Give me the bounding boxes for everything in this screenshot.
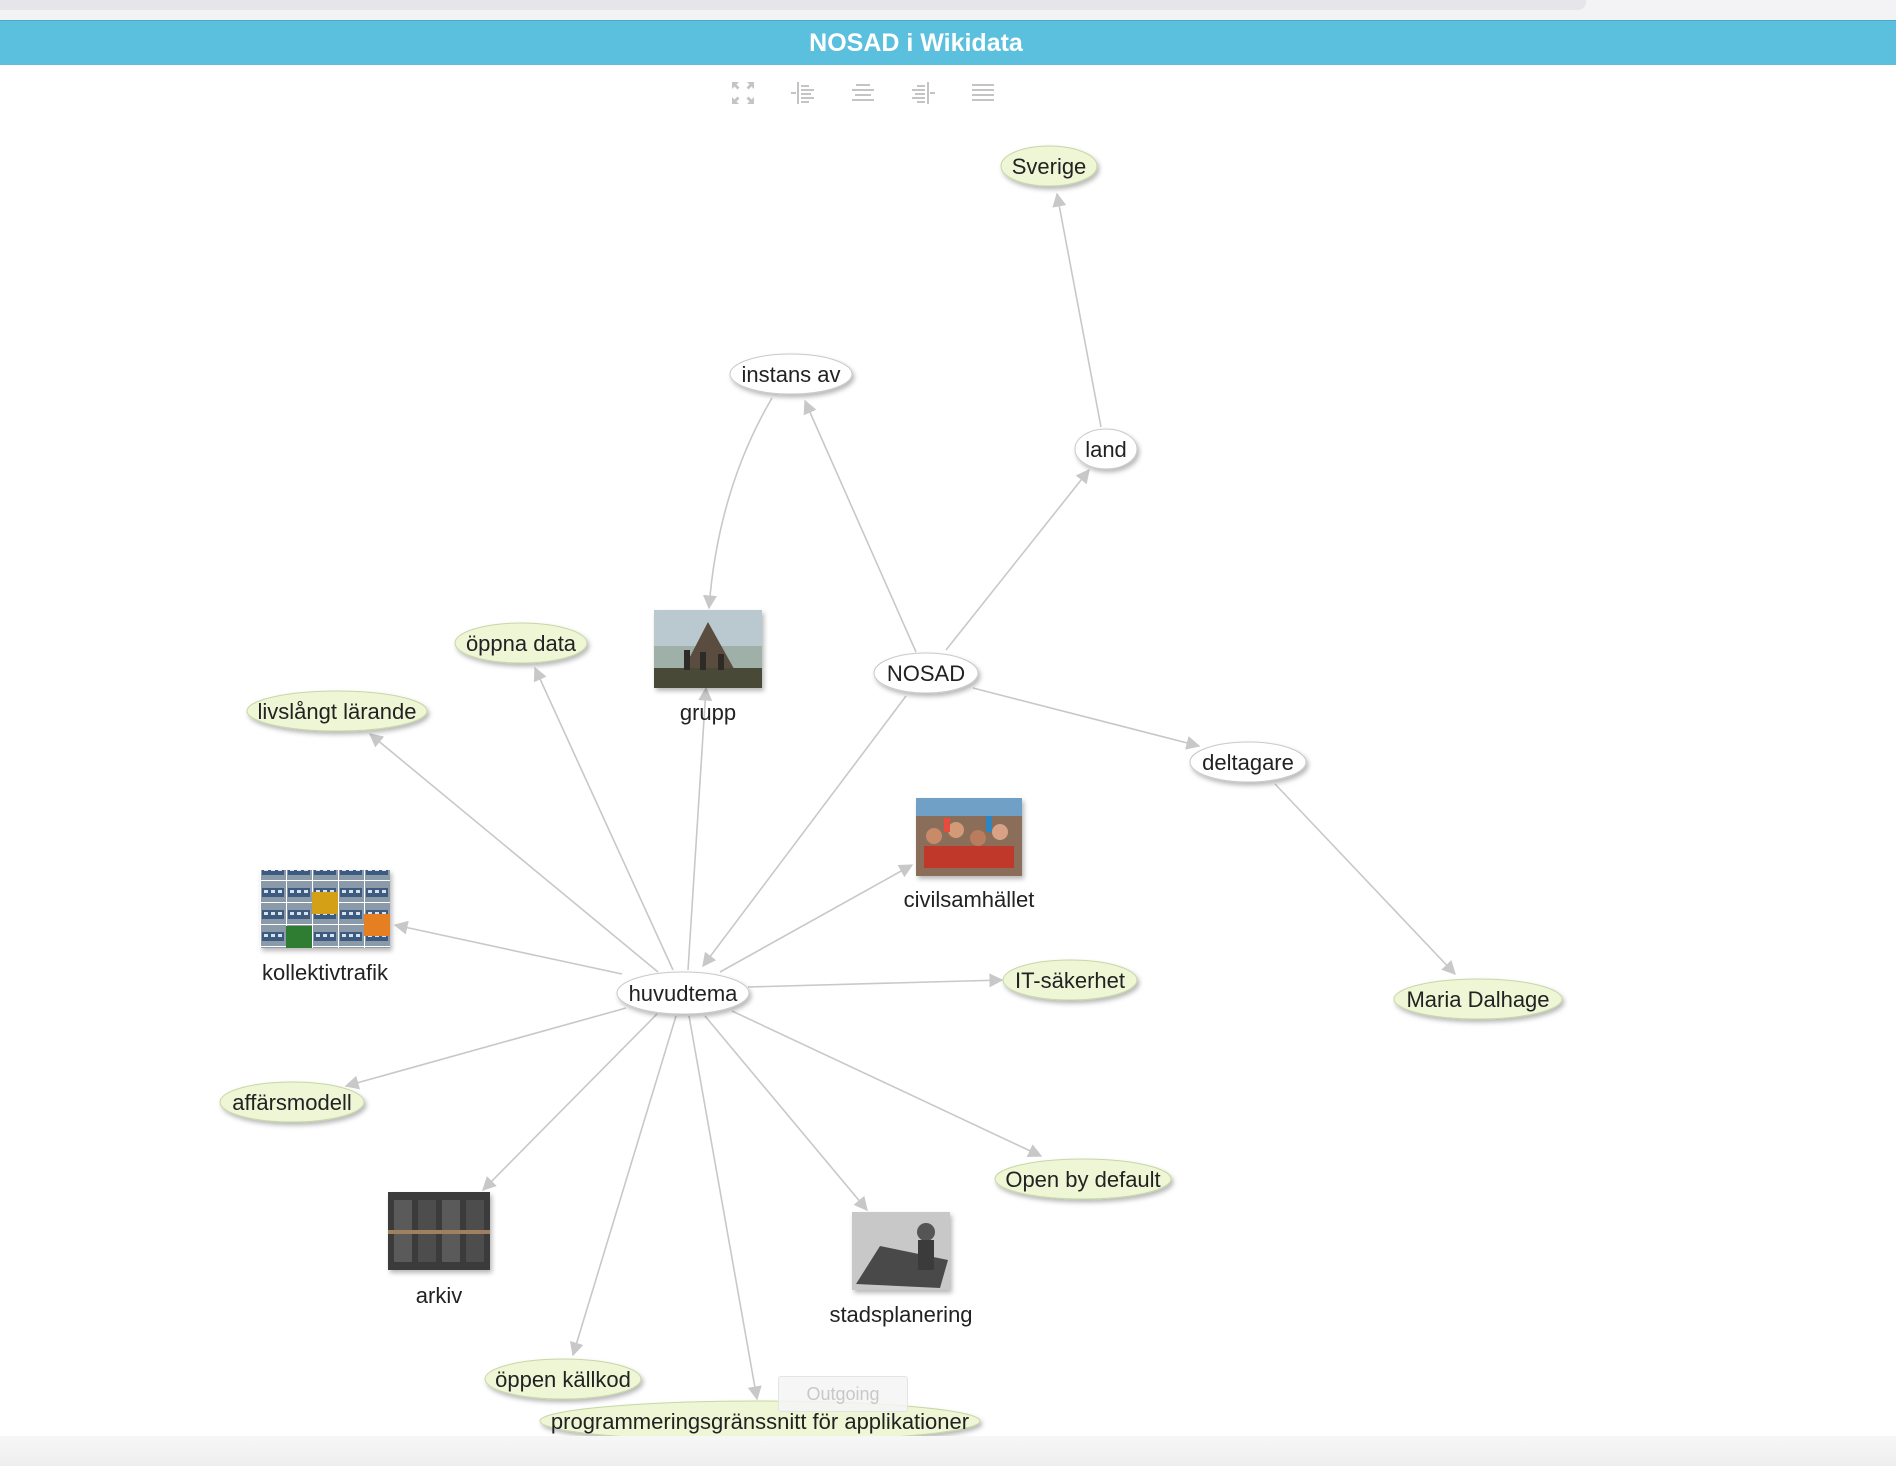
edge-tooltip-text: Outgoing xyxy=(806,1383,880,1404)
graph-edges xyxy=(344,192,1456,1401)
edge-huvudtema-open-by-default xyxy=(731,1010,1043,1157)
node-maria-dalhage[interactable]: Maria Dalhage xyxy=(1393,978,1563,1020)
edge-nosad-huvudtema xyxy=(702,695,907,968)
edge-deltagare-maria xyxy=(1274,783,1456,976)
fullscreen-icon[interactable] xyxy=(728,78,758,108)
node-api[interactable]: programmeringsgränssnitt för applikation… xyxy=(539,1400,981,1442)
edge-huvudtema-api xyxy=(688,1015,762,1401)
node-sverige-label: Sverige xyxy=(1012,154,1087,179)
node-civilsamhallet[interactable]: civilsamhället xyxy=(904,798,1035,912)
node-huvudtema-label: huvudtema xyxy=(629,981,739,1006)
edge-huvudtema-stadsplanering xyxy=(704,1015,868,1212)
node-sverige[interactable]: Sverige xyxy=(1000,145,1098,187)
node-oppen-kallkod[interactable]: öppen källkod xyxy=(484,1358,642,1400)
browser-top-strip xyxy=(0,0,1896,20)
edge-huvudtema-kollektivtrafik xyxy=(393,920,623,975)
node-open-by-default-label: Open by default xyxy=(1005,1167,1160,1192)
node-livslangt-larande[interactable]: livslångt lärande xyxy=(246,690,428,732)
edge-huvudtema-civilsamhallet xyxy=(719,864,914,973)
node-instans-av-label: instans av xyxy=(741,362,840,387)
node-it-sakerhet-label: IT-säkerhet xyxy=(1015,968,1125,993)
align-center-icon[interactable] xyxy=(848,78,878,108)
node-it-sakerhet[interactable]: IT-säkerhet xyxy=(1002,959,1138,1001)
edge-huvudtema-oppna-data xyxy=(533,666,674,971)
node-maria-dalhage-label: Maria Dalhage xyxy=(1406,987,1549,1012)
node-oppen-kallkod-label: öppen källkod xyxy=(495,1367,631,1392)
kollektivtrafik-thumbnail xyxy=(260,870,390,948)
node-kollektivtrafik[interactable]: kollektivtrafik xyxy=(260,870,390,985)
node-grupp[interactable]: grupp xyxy=(654,610,762,725)
arkiv-thumbnail xyxy=(388,1192,490,1270)
node-nosad[interactable]: NOSAD xyxy=(873,652,979,694)
align-left-icon[interactable] xyxy=(788,78,818,108)
node-kollektivtrafik-label: kollektivtrafik xyxy=(262,960,389,985)
bottom-edge xyxy=(0,1436,1896,1466)
node-huvudtema[interactable]: huvudtema xyxy=(616,971,750,1015)
align-right-icon[interactable] xyxy=(908,78,938,108)
node-deltagare[interactable]: deltagare xyxy=(1189,741,1307,783)
align-justify-icon[interactable] xyxy=(968,78,998,108)
node-arkiv-label: arkiv xyxy=(416,1283,462,1308)
edge-huvudtema-it-sakerhet xyxy=(747,973,1004,988)
address-bar-edge xyxy=(0,0,1586,10)
node-api-label: programmeringsgränssnitt för applikation… xyxy=(551,1409,969,1434)
edge-land-sverige xyxy=(1052,192,1102,428)
node-land-label: land xyxy=(1085,437,1127,462)
node-open-by-default[interactable]: Open by default xyxy=(994,1158,1172,1200)
edge-instans-grupp xyxy=(702,397,773,610)
edge-huvudtema-affarsmodell xyxy=(344,1007,627,1090)
edge-nosad-deltagare xyxy=(972,687,1201,750)
node-grupp-label: grupp xyxy=(680,700,736,725)
page-title: NOSAD i Wikidata xyxy=(809,28,1023,57)
civilsamhallet-thumbnail xyxy=(916,798,1022,876)
graph-canvas[interactable]: Sverige instans av land grupp öppna data… xyxy=(0,64,1896,1466)
edge-huvudtema-arkiv xyxy=(482,1013,658,1191)
edge-huvudtema-grupp xyxy=(687,686,713,971)
grupp-thumbnail xyxy=(654,610,762,688)
edge-tooltip: Outgoing xyxy=(778,1376,908,1412)
node-livslangt-larande-label: livslångt lärande xyxy=(258,699,417,724)
node-land[interactable]: land xyxy=(1074,428,1138,470)
node-civilsamhallet-label: civilsamhället xyxy=(904,887,1035,912)
stadsplanering-thumbnail xyxy=(852,1212,950,1290)
edge-nosad-instans xyxy=(803,399,917,653)
node-stadsplanering-label: stadsplanering xyxy=(829,1302,972,1327)
page-title-bar: NOSAD i Wikidata xyxy=(0,20,1896,65)
node-oppna-data-label: öppna data xyxy=(466,631,577,656)
edge-nosad-land xyxy=(945,468,1090,651)
node-nosad-label: NOSAD xyxy=(887,661,965,686)
edge-huvudtema-livslangt xyxy=(368,733,659,973)
node-affarsmodell-label: affärsmodell xyxy=(232,1090,351,1115)
node-affarsmodell[interactable]: affärsmodell xyxy=(219,1081,365,1123)
node-instans-av[interactable]: instans av xyxy=(729,353,853,395)
node-oppna-data[interactable]: öppna data xyxy=(454,622,588,664)
node-stadsplanering[interactable]: stadsplanering xyxy=(829,1212,973,1327)
node-arkiv[interactable]: arkiv xyxy=(388,1192,490,1308)
node-deltagare-label: deltagare xyxy=(1202,750,1294,775)
edge-huvudtema-oppen-kallkod xyxy=(569,1015,677,1357)
